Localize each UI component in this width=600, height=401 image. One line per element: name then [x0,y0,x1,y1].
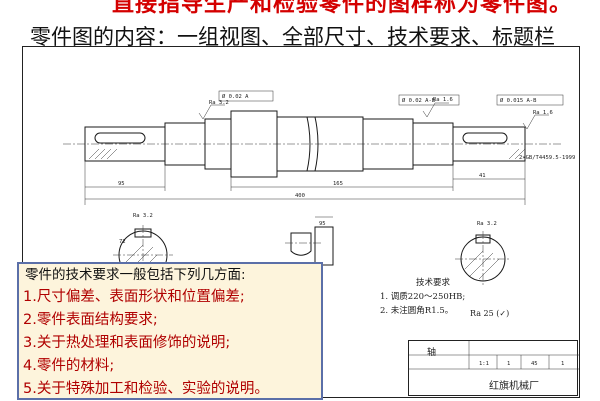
banner-text: 直接指导生产和检验零件的图样称为零件图。 [112,0,573,17]
requirements-callout: 零件的技术要求一般包括下列几方面: 1.尺寸偏差、表面形状和位置偏差; 2.零件… [17,262,323,400]
rough-mid: Ra 1.6 [433,97,453,103]
roughness-mark-mid [422,102,449,118]
tech-item: 1. 调质220～250HB; [380,292,466,302]
list-item: 3.关于热处理和表面修饰的说明; [23,335,231,351]
top-banner: 直接指导生产和检验零件的图样称为零件图。 [0,0,600,22]
dimension-lines [84,161,526,205]
shaft-outline [84,110,526,178]
center-hole-note: 2×GB/T4459.5-1999 [519,155,575,161]
list-item: 4.零件的材料; [23,358,115,374]
section-left-dim: 72 [119,239,126,245]
section-right-rough: Ra 3.2 [477,221,497,227]
tol-right: Ø 0.015 A-B [500,97,537,104]
callout-title: 零件的技术要求一般包括下列几方面: [25,267,246,283]
tech-title: 技术要求 [416,278,451,288]
shaft-drawing: 400 95 165 41 Ø 0.02 A Ø 0.02 A-B Ø 0.01… [63,90,575,287]
technical-requirements: 技术要求 1. 调质220～250HB; 2. 未注圆角R1.5。 [380,276,580,318]
title-block: 1:1 1 45 1 轴 红旗机械厂 [408,340,579,396]
callout-list: 1.尺寸偏差、表面形状和位置偏差; 2.零件表面结构要求; 3.关于热处理和表面… [23,286,321,401]
dim-left-segment: 95 [118,181,125,187]
tb-cell: 1:1 [479,361,489,367]
dim-mid-segment: 165 [333,181,343,187]
tol-mid: Ø 0.02 A-B [402,97,436,104]
company-name: 红旗机械厂 [489,381,539,392]
roughness-mark-left [198,104,225,120]
tb-cell: 45 [531,361,538,367]
list-item: 1.尺寸偏差、表面形状和位置偏差; [23,289,245,305]
rough-left: Ra 3.2 [209,100,229,106]
tb-cell: 1 [561,361,564,367]
dim-total-length: 400 [295,193,305,199]
tech-item: 2. 未注圆角R1.5。 [380,306,454,316]
page-heading: 零件图的内容：一组视图、全部尺寸、技术要求、标题栏 [30,25,555,49]
section-view-right [455,231,511,287]
section-view-middle [285,216,334,266]
general-roughness-note: Ra 25 (✓) [470,309,510,318]
roughness-mark-right [522,114,549,130]
list-item: 5.关于特殊加工和检验、实验的说明。 [23,381,269,397]
list-item: 2.零件表面结构要求; [23,312,158,328]
section-left-rough: Ra 3.2 [133,213,153,219]
rough-right: Ra 1.6 [533,110,553,116]
section-mid-dim: 95 [319,221,326,227]
title-block-grid: 1:1 1 45 1 [409,341,579,370]
dim-right-segment: 41 [479,173,486,179]
tol-left: Ø 0.02 A [222,93,249,100]
tb-cell: 1 [507,361,510,367]
part-name: 轴 [427,348,437,358]
tolerance-frames [218,90,564,106]
